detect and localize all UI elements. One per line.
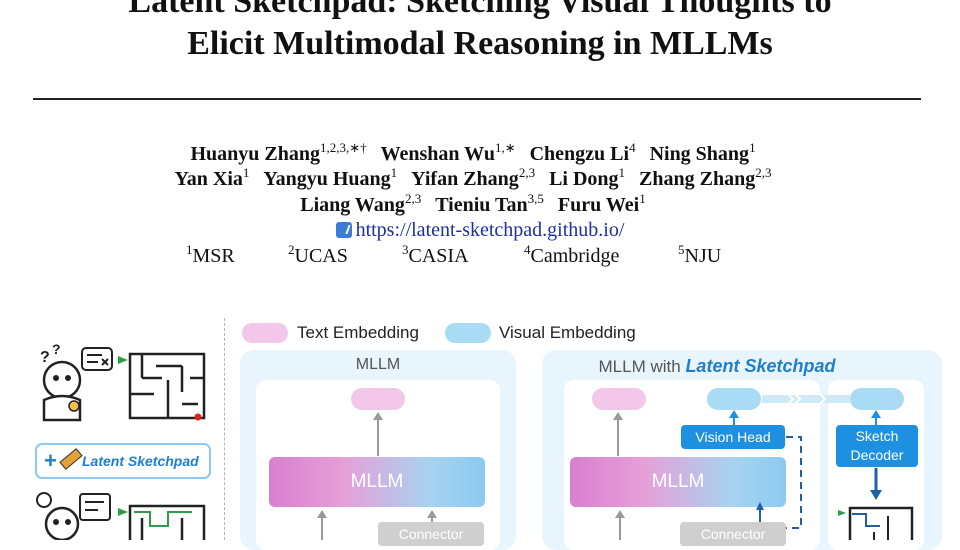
authors-row-1: Huanyu Zhang1,2,3,∗† Wenshan Wu1,∗ Chengzu…: [0, 140, 960, 167]
sketching-robot-icon: [36, 492, 111, 542]
affil-2: 2UCAS: [288, 242, 348, 267]
author-name: Huanyu Zhang1,2,3,∗†: [190, 140, 367, 165]
author-name: Yifan Zhang2,3: [411, 165, 536, 190]
arrow-up-icon: [317, 510, 327, 540]
affil-4: 4Cambridge: [524, 242, 620, 267]
legend-text-embedding: Text Embedding: [297, 323, 419, 342]
paper-title-line1: Latent Sketchpad: Sketching Visual Thoug…: [128, 0, 832, 20]
affil-5: 5NJU: [678, 242, 722, 267]
figure-left-column: ? ?: [22, 322, 220, 548]
mllm-panel-title: MLLM: [355, 356, 401, 373]
badge-plus: +: [44, 448, 57, 473]
project-link[interactable]: https://latent-sketchpad.github.io/: [0, 218, 960, 242]
svg-text:?: ?: [40, 349, 50, 366]
arrow-down-icon: [870, 468, 882, 500]
author-name: Yan Xia1: [174, 165, 250, 190]
author-name: Tieniu Tan3,5: [435, 191, 544, 216]
thinking-robot-icon: ? ?: [40, 341, 113, 422]
arrow-up-icon: [613, 412, 623, 456]
start-flag-icon: [118, 356, 128, 364]
author-name: Zhang Zhang2,3: [639, 165, 772, 190]
author-name: Li Dong1: [549, 165, 626, 190]
maze-icon: [128, 352, 206, 420]
output-text-token: [592, 388, 646, 410]
legend-visual-embedding: Visual Embedding: [499, 323, 636, 342]
mllm-block: MLLM: [570, 457, 786, 507]
maze-solved-icon: [128, 504, 206, 548]
arrow-up-icon: [615, 510, 625, 540]
connector-block: Connector: [680, 522, 786, 546]
sketch-maze-icon: [838, 506, 914, 540]
arrow-up-icon: [729, 410, 739, 426]
latent-sketchpad-badge: + Latent Sketchpad: [36, 444, 210, 478]
author-name: Wenshan Wu1,∗: [380, 140, 516, 165]
affil-3: 3CASIA: [402, 242, 469, 267]
output-visual-token: [707, 388, 761, 410]
author-name: Yangyu Huang1: [263, 165, 398, 190]
feedback-loop-arrow: [756, 436, 802, 529]
arrow-up-icon: [871, 410, 881, 426]
figure-separator: [224, 318, 226, 540]
connector-block: Connector: [378, 522, 484, 546]
authors-row-3: Liang Wang2,3 Tieniu Tan3,5 Furu Wei1: [0, 191, 960, 218]
title-rule: [33, 98, 921, 100]
author-name: Chengzu Li4: [529, 140, 636, 165]
robot-maze-illustration: ? ?: [35, 341, 211, 548]
mllm-latent-panel-title: MLLM with Latent Sketchpad: [598, 356, 836, 376]
text-embedding-swatch: [242, 323, 288, 343]
pen-icon: [335, 222, 352, 238]
visual-embedding-swatch: [445, 323, 491, 343]
affil-1: 1MSR: [186, 242, 235, 267]
vision-head-block: Vision Head: [681, 425, 785, 449]
author-name: Ning Shang1: [649, 140, 756, 165]
paper-title-line2: Elicit Multimodal Reasoning in MLLMs: [187, 25, 773, 62]
goal-dot-icon: [194, 413, 202, 421]
project-link-text[interactable]: https://latent-sketchpad.github.io/: [355, 219, 625, 241]
badge-label: Latent Sketchpad: [82, 453, 199, 469]
svg-text:?: ?: [52, 341, 61, 357]
decoder-visual-token: [850, 388, 904, 410]
arrow-up-icon: [373, 412, 383, 456]
output-text-token: [351, 388, 405, 410]
chevron-flow-icon: [762, 393, 850, 405]
authors-row-2: Yan Xia1 Yangyu Huang1 Yifan Zhang2,3 Li Do…: [0, 165, 960, 192]
pencil-icon: [59, 448, 83, 470]
mllm-block: MLLM: [269, 457, 485, 507]
author-name: Furu Wei1: [557, 191, 646, 216]
author-name: Liang Wang2,3: [300, 191, 422, 216]
